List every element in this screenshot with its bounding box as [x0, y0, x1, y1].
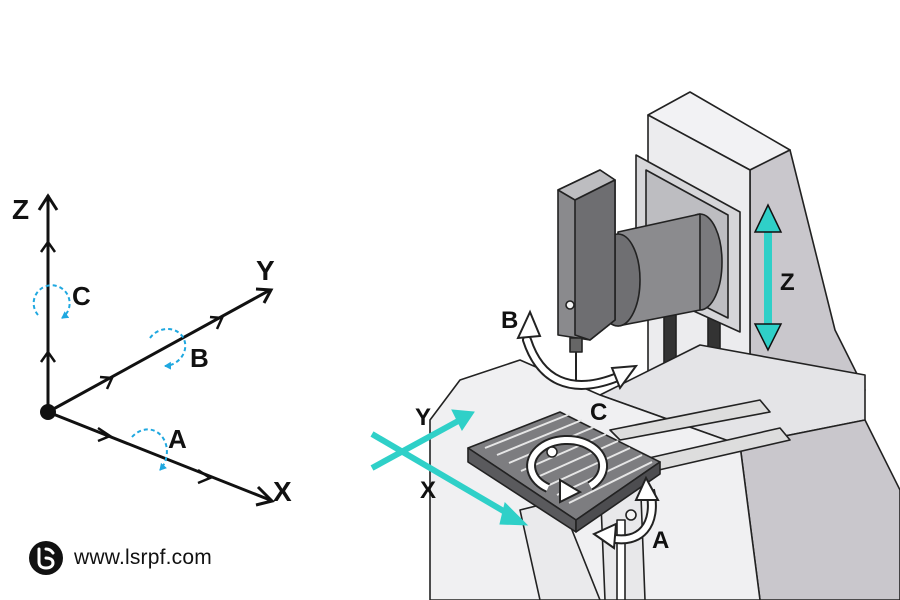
y-axis-line — [47, 288, 271, 414]
a-rotation-label: A — [168, 424, 187, 454]
b-rotation-arc — [524, 337, 618, 388]
z-axis-label: Z — [12, 194, 29, 225]
z-motion-arrow-up — [753, 203, 783, 233]
y-axis-chevron — [209, 315, 224, 330]
tool-holder — [569, 337, 583, 353]
axes-diagram: Z Y X C B A — [12, 193, 292, 507]
y-axis-chevron — [99, 375, 114, 390]
origin-point — [40, 404, 56, 420]
machine-x-label: X — [420, 477, 436, 504]
a-rotation-arrowhead — [634, 475, 660, 501]
c-rotation-arc — [528, 436, 607, 491]
rotary-table-side — [575, 461, 661, 533]
tool-head-side — [574, 179, 616, 341]
x-motion-shaft — [370, 431, 514, 519]
table-center — [546, 446, 558, 458]
x-axis-arrowhead — [255, 485, 275, 507]
machine-a-label: A — [652, 527, 669, 554]
x-axis-chevron — [97, 426, 113, 443]
y-motion-shaft — [370, 417, 462, 471]
base-side — [739, 419, 900, 600]
machine-b-label: B — [501, 307, 518, 334]
x-axis-chevron — [197, 468, 213, 485]
b-rotation-arrowhead — [610, 364, 639, 391]
c-rotation-arrowhead — [559, 478, 583, 504]
y-axis-label: Y — [256, 255, 275, 286]
machine-c-label: C — [590, 399, 607, 426]
lsrpf-logo-icon — [29, 541, 63, 575]
brand-url[interactable]: www.lsrpf.com — [74, 546, 212, 569]
a-axis-pivot — [625, 509, 637, 521]
c-rotation-label: C — [72, 281, 91, 311]
machine-z-label: Z — [780, 269, 795, 296]
machine-y-label: Y — [415, 404, 431, 431]
b-rotation-label: B — [190, 343, 209, 373]
trunnion-slot — [616, 519, 626, 600]
z-axis-arrowhead — [37, 193, 59, 211]
saddle-rail — [609, 399, 771, 441]
brand-watermark: www.lsrpf.com — [28, 540, 212, 576]
z-axis-chevron — [39, 349, 57, 363]
x-motion-arrowhead — [499, 502, 529, 526]
b-rotation-arrowhead — [516, 309, 542, 340]
y-motion-arrowhead — [451, 409, 475, 431]
a-rotation-icon — [131, 428, 168, 471]
a-rotation-arrowhead — [591, 522, 618, 550]
x-axis-line — [47, 410, 271, 502]
y-axis-arrowhead — [255, 287, 274, 304]
x-axis-label: X — [273, 476, 292, 507]
machine-motion-arrows — [370, 203, 783, 550]
c-rotation-icon — [32, 284, 71, 319]
z-motion-arrow-down — [753, 323, 783, 352]
tool-head-bolt — [565, 300, 575, 310]
z-axis-chevron — [39, 239, 57, 253]
